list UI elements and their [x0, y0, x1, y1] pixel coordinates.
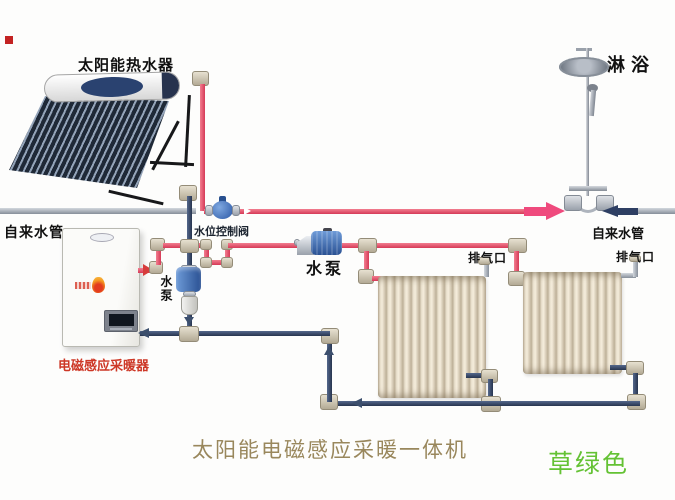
- flame-logo-icon: [92, 277, 105, 293]
- air-vent-right-label: 排气口: [616, 250, 656, 264]
- radiator1-outlet-stub: [466, 373, 484, 378]
- air-vent-left-pipe: [484, 263, 489, 277]
- return-pipe-bottom: [334, 401, 640, 406]
- radiator-left-icon: [378, 276, 486, 398]
- radiator1-feed-pipe: [364, 251, 369, 276]
- hand-sprayer-hose-icon: [588, 89, 597, 117]
- solar-collector-icon: [9, 95, 170, 188]
- air-vent-left-cap: [478, 257, 491, 265]
- tee-fitting: [179, 326, 199, 342]
- boiler-redtext-icon: [75, 282, 91, 289]
- shower-elbow-icon: [564, 195, 582, 211]
- pump-motor-icon: [176, 267, 201, 292]
- watermark-text: 草绿色: [548, 449, 630, 478]
- flow-arrow-left-icon: [138, 328, 149, 338]
- shower-valve-bar-icon: [569, 186, 607, 191]
- flow-arrow-up-icon: [324, 346, 334, 355]
- valve-body-icon: [212, 201, 233, 219]
- valve-flange-icon: [205, 205, 213, 216]
- tap-water-right-label: 自来水管: [592, 227, 645, 242]
- air-vent-left-label: 排气口: [468, 251, 508, 265]
- dip-pipe-bottom: [204, 260, 230, 265]
- shower-arm-icon: [576, 48, 592, 51]
- supply-riser-pipe: [156, 247, 161, 265]
- elbow-fitting: [200, 257, 212, 268]
- boiler-display-icon: [104, 310, 138, 332]
- display-buttons-icon: [110, 328, 132, 330]
- boiler-emblem-icon: [90, 233, 114, 242]
- pump-left-icon: [173, 265, 205, 315]
- water-level-valve-icon: [205, 196, 241, 226]
- return-pipe-to-boiler: [140, 331, 330, 336]
- tap-pipe-right: [621, 208, 675, 214]
- cross-fitting: [180, 239, 199, 253]
- elbow-fitting: [221, 257, 233, 268]
- induction-heater-icon: [62, 228, 140, 347]
- pump-motor-icon: [311, 231, 342, 255]
- display-screen-icon: [109, 314, 134, 326]
- radiator2-return-pipe: [633, 373, 638, 398]
- flow-arrow-down-icon: [184, 317, 194, 325]
- shower-head-icon: [559, 57, 609, 77]
- air-vent-right-foot: [621, 273, 636, 278]
- hot-pipe-tank-down: [200, 84, 205, 211]
- elbow-fitting: [200, 239, 212, 250]
- valve-flow-mark-icon: [244, 207, 251, 215]
- red-mark: [5, 36, 13, 44]
- flow-arrow-left-icon: [602, 205, 618, 217]
- pump-head-icon: [297, 236, 314, 255]
- valve-flange-icon: [232, 205, 240, 216]
- radiator1-return-pipe: [488, 379, 493, 401]
- tank-endcap-icon: [161, 72, 180, 99]
- shower-pole-icon: [586, 48, 589, 196]
- shower-label: 淋浴: [607, 55, 655, 76]
- dip-pipe-down: [204, 246, 209, 262]
- flow-arrow-left-icon: [352, 398, 362, 408]
- hot-pipe-to-shower: [204, 209, 546, 214]
- radiator2-feed-pipe: [514, 251, 519, 278]
- tank-logo-icon: [80, 76, 144, 98]
- pump-left-label: 水泵: [159, 275, 173, 303]
- valve-stem-icon: [219, 196, 226, 203]
- diagram-title: 太阳能电磁感应采暖一体机: [192, 438, 468, 462]
- dip-pipe-up: [225, 246, 230, 262]
- shower-set-icon: [556, 40, 675, 225]
- pump-canister-icon: [181, 296, 198, 315]
- radiator-right-icon: [523, 272, 622, 374]
- flow-arrow-right-icon: [546, 202, 565, 220]
- air-vent-right-cap: [629, 255, 641, 262]
- induction-heater-label: 电磁感应采暖器: [58, 359, 150, 374]
- tap-pipe-left: [0, 208, 196, 214]
- return-pipe-vertical: [327, 342, 332, 402]
- frame-leg-icon: [184, 94, 191, 168]
- pump-center-icon: [294, 228, 346, 258]
- solar-heater-label: 太阳能热水器: [78, 56, 175, 74]
- tap-water-left-label: 自来水管: [4, 225, 64, 241]
- frame-rear-leg-icon: [108, 189, 164, 206]
- radiator2-outlet-stub: [610, 365, 628, 370]
- flow-arrow-right-icon: [143, 264, 153, 276]
- flow-arrow-tail: [524, 207, 546, 216]
- pump-center-label: 水泵: [306, 259, 345, 278]
- air-vent-right-pipe: [633, 261, 638, 277]
- radiator1-inlet-stub: [372, 276, 382, 281]
- hand-sprayer-icon: [587, 84, 598, 92]
- cold-arrow-tail: [618, 208, 638, 215]
- storage-tank-icon: [43, 71, 181, 103]
- water-level-valve-label: 水位控制阀: [194, 225, 249, 238]
